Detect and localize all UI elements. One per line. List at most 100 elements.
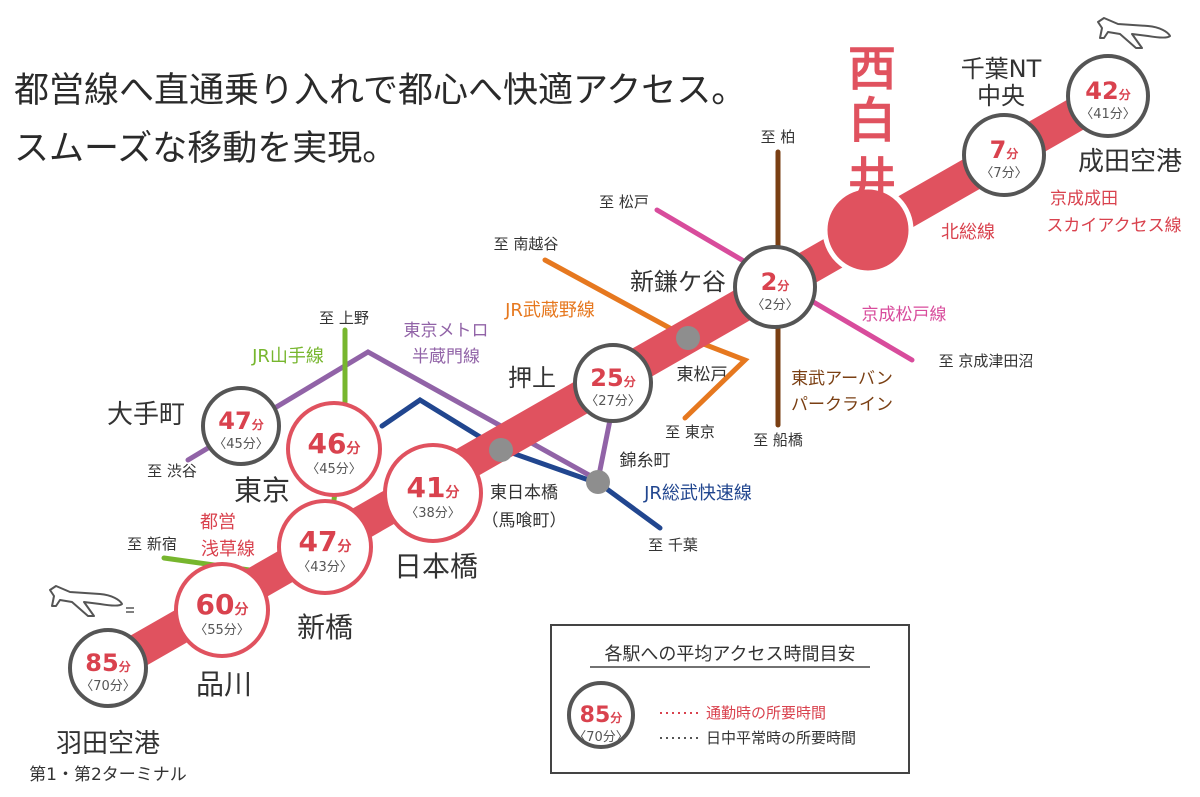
line-label-hanzomon-2: 半蔵門線 [412, 347, 480, 367]
station-label-chiba-nt-1: 千葉NT [961, 55, 1042, 83]
station-commute-time: 47分 [299, 525, 352, 558]
legend-sample-circle [567, 681, 635, 749]
station-daytime-time: 〈41分〉 [1080, 107, 1136, 122]
station-commute-time: 46分 [308, 427, 361, 460]
dest-chiba: 至 千葉 [648, 536, 698, 554]
line-label-asakusa-2: 浅草線 [201, 539, 255, 560]
station-commute-time: 41分 [407, 471, 460, 504]
station-circle [383, 443, 483, 543]
transfer-label-kinshicho: 錦糸町 [620, 451, 671, 471]
station-daytime-time: 〈7分〉 [980, 166, 1027, 181]
legend-sample-commute: 85分 [580, 703, 623, 728]
headline-line2: スムーズな移動を実現。 [14, 129, 397, 169]
line-label-sobu: JR総武快速線 [643, 483, 752, 504]
station-label-shin-kamagaya: 新鎌ケ谷 [630, 268, 726, 296]
station-label-narita: 成田空港 [1078, 147, 1182, 177]
dest-matsudo: 至 松戸 [599, 193, 649, 211]
origin-char-2: 白 [839, 95, 895, 143]
line-label-hanzomon-1: 東京メトロ [404, 321, 489, 341]
line-musashino [542, 257, 750, 421]
station-label-haneda: 羽田空港 [56, 729, 160, 759]
station-shinagawa: 60分〈55分〉 [174, 562, 270, 658]
station-circle [201, 386, 281, 466]
station-chiba-nt: 7分〈7分〉 [962, 113, 1046, 197]
station-circle [573, 343, 653, 423]
dest-kashiwa: 至 柏 [761, 128, 796, 146]
station-daytime-time: 〈45分〉 [213, 437, 269, 452]
airplane-icon [49, 585, 134, 617]
station-label-tokyo: 東京 [234, 474, 290, 507]
dest-shibuya: 至 渋谷 [147, 462, 197, 480]
station-daytime-time: 〈43分〉 [297, 560, 353, 575]
station-circle [286, 401, 382, 497]
station-commute-time: 25分 [590, 364, 635, 392]
station-haneda: 85分〈70分〉 [68, 628, 148, 708]
station-circle [68, 628, 148, 708]
station-commute-time: 42分 [1085, 77, 1130, 105]
station-circle [1066, 54, 1150, 138]
headline-line1: 都営線へ直通乗り入れで都心へ快適アクセス。 [14, 71, 746, 111]
dest-tokyo: 至 東京 [665, 423, 715, 441]
line-label-musashino: JR武蔵野線 [504, 300, 595, 321]
legend-sample-daytime: 〈70分〉 [573, 730, 629, 745]
legend-daytime-label: 日中平常時の所要時間 [706, 729, 856, 747]
line-label-tobu-1: 東武アーバン [791, 369, 893, 389]
airplane-icon [1097, 17, 1171, 49]
station-daytime-time: 〈38分〉 [405, 506, 461, 521]
dest-ueno: 至 上野 [319, 309, 369, 327]
station-commute-time: 85分 [85, 649, 130, 677]
transfer-label-bakuro: （馬喰町） [482, 511, 567, 531]
station-label-chiba-nt-2: 中央 [977, 82, 1025, 110]
dest-minami-koshigaya: 至 南越谷 [494, 235, 559, 253]
station-daytime-time: 〈45分〉 [306, 462, 362, 477]
station-nihombashi: 41分〈38分〉 [383, 443, 483, 543]
station-circle [277, 499, 373, 595]
station-label-haneda-sub: 第1・第2ターミナル [29, 765, 187, 785]
line-hanzomon [185, 349, 613, 484]
station-shin-kamagaya: 2分〈2分〉 [733, 245, 817, 329]
station-label-nihombashi: 日本橋 [394, 550, 478, 583]
station-commute-time: 60分 [196, 588, 249, 621]
line-label-keisei-matsudo: 京成松戸線 [862, 305, 947, 325]
station-tokyo: 46分〈45分〉 [286, 401, 382, 497]
dest-keisei-tsudanuma: 至 京成津田沼 [939, 352, 1034, 370]
dest-shinjuku: 至 新宿 [127, 535, 177, 553]
transfer-dot-higashi-nihombashi [489, 438, 513, 462]
station-shimbashi: 47分〈43分〉 [277, 499, 373, 595]
origin-char-3: 井 [839, 155, 895, 204]
dest-funabashi: 至 船橋 [753, 431, 803, 449]
line-label-tobu-2: パークライン [791, 395, 893, 415]
station-commute-time: 2分 [761, 268, 790, 296]
station-circle [962, 113, 1046, 197]
transfer-label-higashi-matsudo: 東松戸 [677, 365, 728, 385]
station-label-shinagawa: 品川 [196, 668, 252, 701]
line-label-skyaccess-1: 京成成田 [1050, 189, 1118, 209]
station-circle [174, 562, 270, 658]
transfer-dot-higashi-matsudo [676, 326, 700, 350]
station-daytime-time: 〈55分〉 [194, 623, 250, 638]
legend: 各駅への平均アクセス時間目安 85分 〈70分〉 通勤時の所要時間 日中平常時の… [550, 624, 910, 774]
station-label-otemachi: 大手町 [107, 400, 185, 430]
origin-dot [822, 184, 914, 276]
line-label-asakusa-1: 都営 [200, 512, 236, 533]
transfer-label-higashi-nihombashi: 東日本橋 [490, 483, 558, 503]
legend-commute-label: 通勤時の所要時間 [706, 704, 826, 722]
line-label-yamanote: JR山手線 [251, 346, 324, 367]
legend-title: 各駅への平均アクセス時間目安 [604, 644, 855, 665]
line-label-skyaccess-2: スカイアクセス線 [1046, 216, 1181, 236]
station-commute-time: 47分 [218, 407, 263, 435]
origin-char-1: 西 [839, 43, 895, 91]
station-circle [733, 245, 817, 329]
station-narita: 42分〈41分〉 [1066, 54, 1150, 138]
station-commute-time: 7分 [990, 136, 1019, 164]
station-label-oshiage: 押上 [508, 364, 556, 392]
origin-name: 西 白 井 [839, 43, 895, 205]
station-otemachi: 47分〈45分〉 [201, 386, 281, 466]
line-label-hokuso: 北総線 [941, 222, 995, 243]
station-daytime-time: 〈70分〉 [80, 679, 136, 694]
station-label-shimbashi: 新橋 [297, 611, 353, 644]
station-oshiage: 25分〈27分〉 [573, 343, 653, 423]
transfer-dot-kinshicho [586, 470, 610, 494]
station-daytime-time: 〈27分〉 [585, 394, 641, 409]
